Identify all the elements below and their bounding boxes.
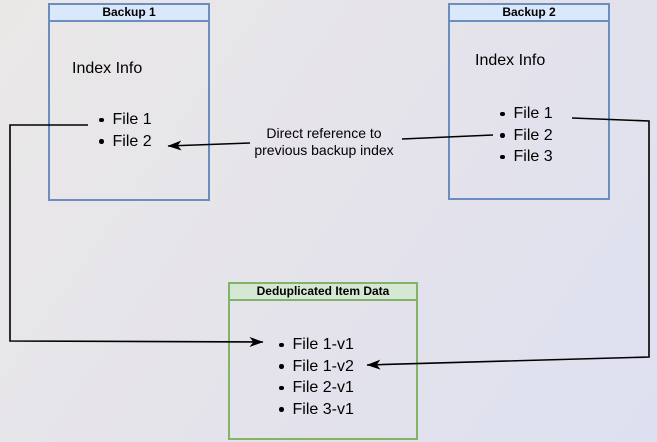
bullet-icon [279,342,284,347]
list-item: File 1 [500,103,553,125]
file-label: File 1 [112,111,152,128]
file-label: File 2 [513,126,553,144]
bullet-icon [279,407,284,412]
file-label: File 2-v1 [292,379,354,396]
bullet-icon [99,139,104,144]
file-label: File 3 [513,148,553,165]
backup2-header: Backup 2 [450,5,608,22]
dedup-file-list: File 1-v1 File 1-v2 File 2-v1 File 3-v1 [279,334,354,420]
file-label: File 1 [513,105,553,122]
bullet-icon [500,133,505,138]
file-label: File 2 [112,132,152,150]
bullet-icon [500,154,505,159]
bullet-icon [279,385,284,390]
direct-reference-label: Direct reference to previous backup inde… [254,125,394,158]
list-item: File 1-v1 [279,334,354,356]
file-label: File 3-v1 [292,400,354,418]
dedup-header: Deduplicated Item Data [230,284,416,301]
bullet-icon [99,117,104,122]
dedup-box: Deduplicated Item Data File 1-v1 File 1-… [228,282,418,440]
list-item: File 1 [99,109,152,131]
list-item: File 2-v1 [279,377,354,399]
list-item: File 3-v1 [279,399,354,421]
list-item: File 1-v2 [279,356,354,378]
list-item: File 2 [500,125,553,147]
file-label: File 1-v2 [292,357,354,375]
backup1-header: Backup 1 [50,5,208,22]
backup2-file-list: File 1 File 2 File 3 [500,103,553,168]
bullet-icon [500,111,505,116]
bullet-icon [279,364,284,369]
backup1-index-info-label: Index Info [72,60,143,77]
backup1-file-list: File 1 File 2 [99,109,152,152]
list-item: File 2 [99,131,152,153]
backup2-index-info-label: Index Info [475,52,546,69]
backup2-box: Backup 2 Index Info File 1 File 2 File 3 [448,3,610,200]
file-label: File 1-v1 [292,336,354,353]
backup1-box: Backup 1 Index Info File 1 File 2 [48,3,210,201]
list-item: File 3 [500,146,553,168]
